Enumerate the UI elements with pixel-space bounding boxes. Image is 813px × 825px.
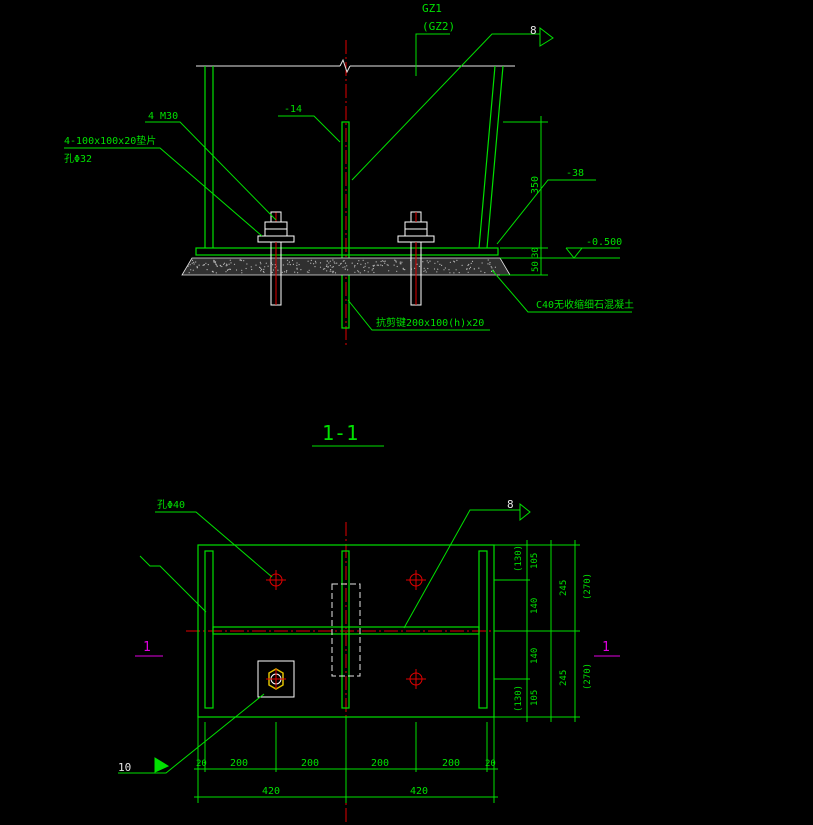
web-plate xyxy=(341,121,350,329)
dim-140-top: 140 xyxy=(530,598,540,614)
grout-layer xyxy=(181,257,511,276)
section-mark-right: 1 xyxy=(602,640,610,655)
column-label: GZ1 xyxy=(422,2,442,15)
dim-200-1: 200 xyxy=(230,758,248,769)
dim-20-left: 20 xyxy=(196,759,207,769)
plan-bottom-dimlines xyxy=(194,717,498,803)
dim-200-3: 200 xyxy=(371,758,389,769)
dim-20-right: 20 xyxy=(485,759,496,769)
anchor-mark: 10 xyxy=(118,761,131,774)
elevation-dims xyxy=(500,116,620,276)
dim-420-left: 420 xyxy=(262,786,280,797)
shear-key-label: 抗剪键200x100(h)x20 xyxy=(376,316,484,329)
plan-stiffener xyxy=(341,550,350,709)
plan-right-flange xyxy=(478,550,488,709)
section-flag-8 xyxy=(539,26,554,47)
base-plate xyxy=(195,247,499,256)
plan-view: 孔Φ40 8 10 1 1 (130) 105 140 140 105 (130… xyxy=(118,498,620,825)
washer-label: 4-100x100x20垫片 xyxy=(64,134,156,147)
dim-245-bot: 245 xyxy=(559,670,569,686)
grout-label: C40无收缩细石混凝土 xyxy=(536,298,634,311)
dim-30: 30 xyxy=(531,247,541,258)
dim-200-4: 200 xyxy=(442,758,460,769)
dim-245-top: 245 xyxy=(559,580,569,596)
plan-flag-10 xyxy=(154,757,170,773)
plan-bolt-washer xyxy=(257,660,295,698)
stiffener-mark: 8 xyxy=(530,24,537,37)
dim-270-top: (270) xyxy=(583,573,593,600)
dim-270-bot: (270) xyxy=(583,663,593,690)
dim-200-2: 200 xyxy=(301,758,319,769)
dim-130-top: (130) xyxy=(514,545,524,572)
anchor-bolt-left xyxy=(257,211,295,306)
plan-right-dimlines xyxy=(494,540,580,722)
washer-hole-label: 孔Φ32 xyxy=(64,153,92,165)
dim-105-bot: 105 xyxy=(530,690,540,706)
dim-130-bot: (130) xyxy=(514,685,524,712)
elevation-leaders xyxy=(64,33,632,331)
plan-shear-key xyxy=(331,583,361,677)
section-mark-left: 1 xyxy=(143,640,151,655)
plan-holes xyxy=(266,570,426,689)
hole-label: 孔Φ40 xyxy=(157,499,185,511)
plan-leaders xyxy=(118,509,520,774)
bolts-label: 4 M30 xyxy=(148,111,178,122)
elevation-level-label: -0.500 xyxy=(586,237,622,248)
web-plate-label: -14 xyxy=(284,104,302,115)
break-symbol xyxy=(339,58,351,74)
elevation-view: GZ1 (GZ2) 8 4 M30 4-100x100x20垫片 孔Φ32 -1… xyxy=(64,2,634,345)
anchor-bolt-right xyxy=(397,211,435,306)
base-plate-label: -38 xyxy=(566,168,584,179)
right-flange-outer xyxy=(486,65,504,249)
section-title: 1-1 xyxy=(322,421,358,445)
plan-flag-8 xyxy=(519,502,531,522)
dim-350: 350 xyxy=(530,176,541,194)
dim-420-right: 420 xyxy=(410,786,428,797)
dim-140-bot: 140 xyxy=(530,648,540,664)
plan-left-flange xyxy=(204,550,214,709)
dim-105-top: 105 xyxy=(530,553,540,569)
plan-web xyxy=(212,626,480,635)
right-flange-inner xyxy=(478,65,496,249)
plan-stiffener-mark: 8 xyxy=(507,498,514,511)
column-label-alt: (GZ2) xyxy=(422,20,455,33)
dim-50: 50 xyxy=(531,261,541,272)
